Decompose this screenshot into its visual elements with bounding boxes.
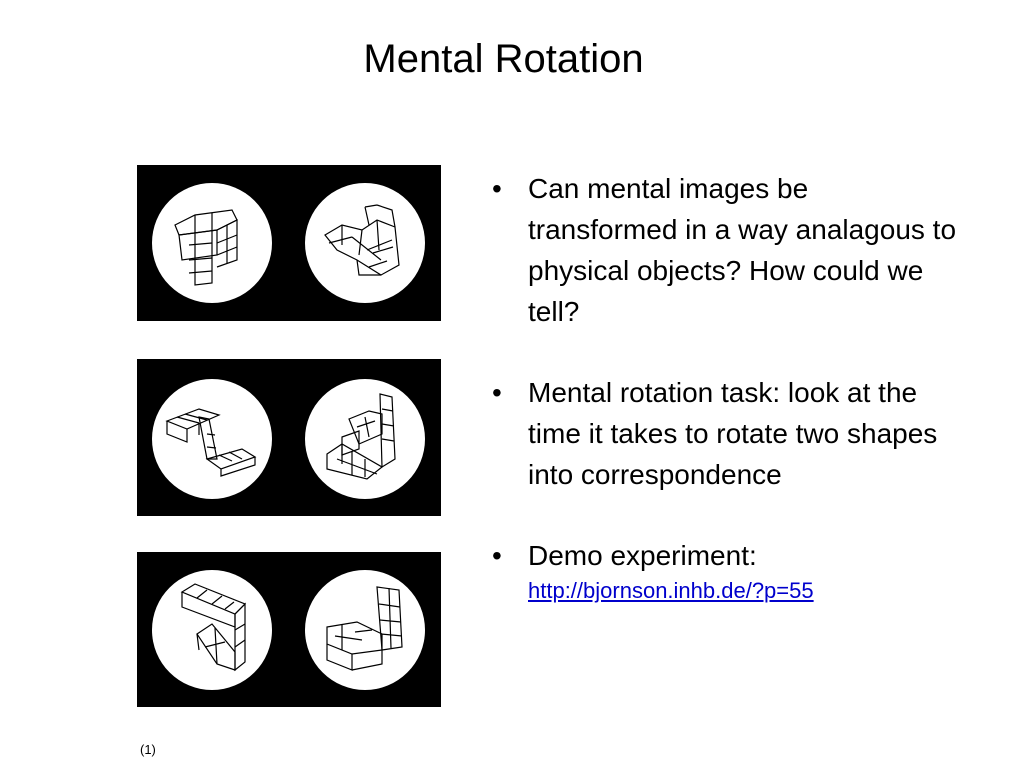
- stimulus-circle-right: [305, 570, 425, 690]
- cube-figure-left: [180, 583, 247, 672]
- bullet-item: • Can mental images be transformed in a …: [492, 168, 962, 332]
- demo-link[interactable]: http://bjornson.inhb.de/?p=55: [528, 578, 814, 603]
- bullet-dot: •: [492, 540, 502, 571]
- stimulus-circle-right: [305, 183, 425, 303]
- bullet-list: • Can mental images be transformed in a …: [492, 168, 962, 646]
- stimulus-pair-3: [137, 552, 441, 707]
- bullet-item: • Demo experiment: http://bjornson.inhb.…: [492, 535, 962, 606]
- cube-figure-right: [324, 204, 400, 276]
- stimulus-pair-1: [137, 165, 441, 321]
- cube-figure-left: [174, 209, 238, 286]
- footnote: (1): [140, 742, 156, 757]
- cube-figure-left: [165, 408, 257, 477]
- bullet-text: Can mental images be transformed in a wa…: [528, 173, 957, 327]
- cube-figure-right: [326, 586, 403, 671]
- stimulus-circle-left: [152, 379, 272, 499]
- bullet-item: • Mental rotation task: look at the time…: [492, 372, 962, 495]
- bullet-dot: •: [492, 173, 502, 204]
- bullet-text: Mental rotation task: look at the time i…: [528, 377, 938, 490]
- slide-title: Mental Rotation: [363, 37, 644, 81]
- cube-figure-right: [326, 393, 396, 480]
- stimulus-circle-left: [152, 570, 272, 690]
- bullet-dot: •: [492, 377, 502, 408]
- stimulus-circle-right: [305, 379, 425, 499]
- bullet-text: Demo experiment:: [528, 540, 757, 571]
- stimulus-pair-2: [137, 359, 441, 516]
